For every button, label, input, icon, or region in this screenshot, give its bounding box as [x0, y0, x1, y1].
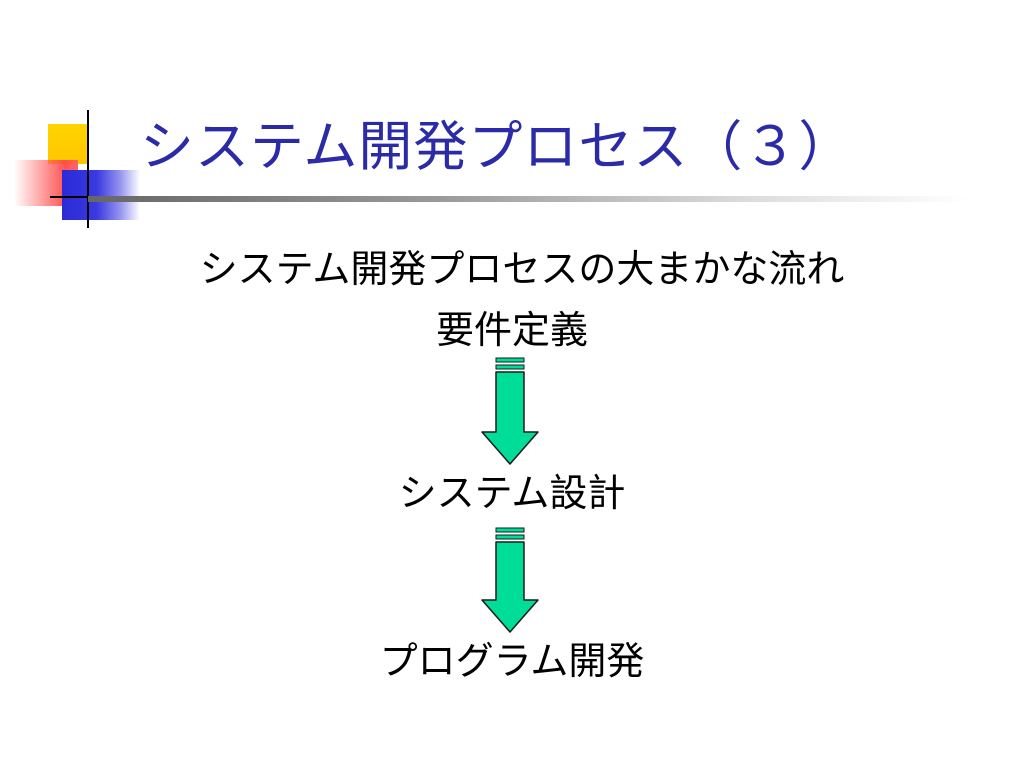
logo-horizontal-line [50, 196, 104, 198]
flow-step-requirements: 要件定義 [435, 308, 588, 352]
slide-title: システム開発プロセス（３） [140, 115, 854, 178]
flow-step-system-design: システム設計 [398, 471, 626, 515]
logo-vertical-line [87, 110, 89, 228]
title-underline [88, 196, 968, 202]
logo-yellow-square [48, 124, 88, 164]
down-arrow-icon [481, 357, 539, 465]
down-arrow-icon [481, 527, 539, 633]
logo-blue-square [62, 170, 140, 220]
template-logo-icon [0, 0, 140, 240]
slide-subtitle: システム開発プロセスの大まかな流れ [199, 247, 845, 291]
flow-step-program-development: プログラム開発 [379, 639, 645, 683]
